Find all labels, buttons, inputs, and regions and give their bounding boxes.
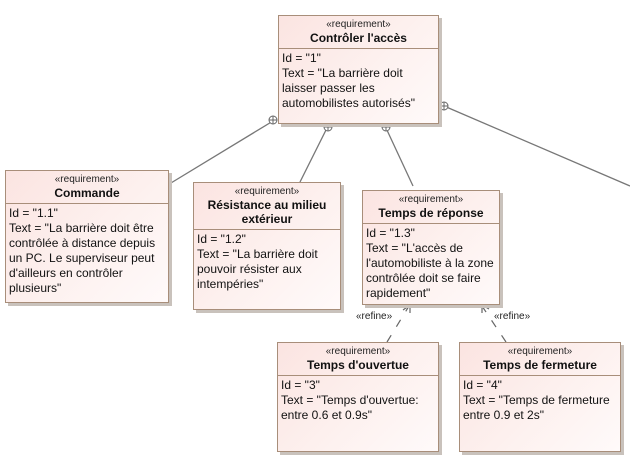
requirement-name: Contrôler l'accès bbox=[310, 31, 407, 45]
requirement-header: «requirement» Contrôler l'accès bbox=[279, 16, 438, 49]
requirement-id: Id = "4" bbox=[463, 378, 502, 392]
requirement-id: Id = "1.2" bbox=[197, 232, 246, 246]
requirement-temps-reponse[interactable]: «requirement» Temps de réponse Id = "1.3… bbox=[362, 190, 500, 305]
containment-line-commande[interactable] bbox=[165, 120, 274, 187]
containment-icon bbox=[381, 122, 391, 132]
containment-icon bbox=[323, 122, 333, 132]
containment-line-resistance[interactable] bbox=[299, 127, 328, 183]
requirement-text: Text = "La barrière doit être contrôlée … bbox=[9, 221, 156, 295]
requirement-id: Id = "3" bbox=[281, 378, 320, 392]
requirement-body: Id = "1" Text = "La barrière doit laisse… bbox=[279, 49, 438, 113]
requirement-header: «requirement» Temps de réponse bbox=[363, 191, 499, 224]
stereotype-label: «requirement» bbox=[326, 19, 391, 30]
requirement-temps-fermeture[interactable]: «requirement» Temps de fermeture Id = "4… bbox=[459, 342, 621, 452]
requirement-header: «requirement» Temps d'ouvertue bbox=[278, 343, 438, 376]
refine-label: «refine» bbox=[494, 311, 531, 322]
requirement-body: Id = "1.1" Text = "La barrière doit être… bbox=[6, 204, 168, 298]
requirement-name: Temps de réponse bbox=[378, 206, 484, 220]
containment-icon bbox=[439, 101, 449, 111]
stereotype-label: «requirement» bbox=[507, 346, 573, 357]
requirement-header: «requirement» Résistance au milieu extér… bbox=[194, 183, 340, 230]
requirement-commande[interactable]: «requirement» Commande Id = "1.1" Text =… bbox=[5, 170, 169, 303]
stereotype-label: «requirement» bbox=[54, 174, 120, 185]
requirement-text: Text = "La barrière doit pouvoir résiste… bbox=[197, 247, 318, 291]
requirement-text: Text = "L'accès de l'automobiliste à la … bbox=[366, 241, 494, 300]
requirement-controler-acces[interactable]: «requirement» Contrôler l'accès Id = "1"… bbox=[278, 15, 439, 124]
requirement-id: Id = "1.1" bbox=[9, 206, 58, 220]
containment-line-offscreen[interactable] bbox=[443, 105, 630, 187]
requirement-id: Id = "1.3" bbox=[366, 226, 415, 240]
stereotype-label: «requirement» bbox=[325, 346, 391, 357]
requirement-resistance[interactable]: «requirement» Résistance au milieu extér… bbox=[193, 182, 341, 310]
refine-label: «refine» bbox=[356, 311, 393, 322]
requirement-text: Text = "Temps de fermeture entre 0.9 et … bbox=[463, 393, 610, 422]
requirement-name: Temps de fermeture bbox=[483, 358, 597, 372]
requirement-text: Text = "La barrière doit laisser passer … bbox=[282, 66, 415, 110]
requirement-header: «requirement» Temps de fermeture bbox=[460, 343, 620, 376]
stereotype-label: «requirement» bbox=[398, 194, 464, 205]
requirement-text: Text = "Temps d'ouvertue: entre 0.6 et 0… bbox=[281, 393, 419, 422]
requirement-name: Résistance au milieu extérieur bbox=[207, 198, 327, 226]
requirement-name: Temps d'ouvertue bbox=[307, 358, 409, 372]
containment-line-reponse[interactable] bbox=[385, 127, 414, 187]
requirement-name: Commande bbox=[54, 186, 120, 200]
arrowhead-icon bbox=[481, 303, 490, 313]
requirement-temps-ouverture[interactable]: «requirement» Temps d'ouvertue Id = "3" … bbox=[277, 342, 439, 452]
requirement-body: Id = "3" Text = "Temps d'ouvertue: entre… bbox=[278, 376, 438, 425]
stereotype-label: «requirement» bbox=[234, 186, 300, 197]
requirement-body: Id = "1.3" Text = "L'accès de l'automobi… bbox=[363, 224, 499, 303]
requirement-body: Id = "4" Text = "Temps de fermeture entr… bbox=[460, 376, 620, 425]
requirement-header: «requirement» Commande bbox=[6, 171, 168, 204]
requirement-body: Id = "1.2" Text = "La barrière doit pouv… bbox=[194, 230, 340, 294]
arrowhead-icon bbox=[402, 303, 411, 313]
requirement-id: Id = "1" bbox=[282, 51, 321, 65]
containment-icon bbox=[268, 115, 278, 125]
